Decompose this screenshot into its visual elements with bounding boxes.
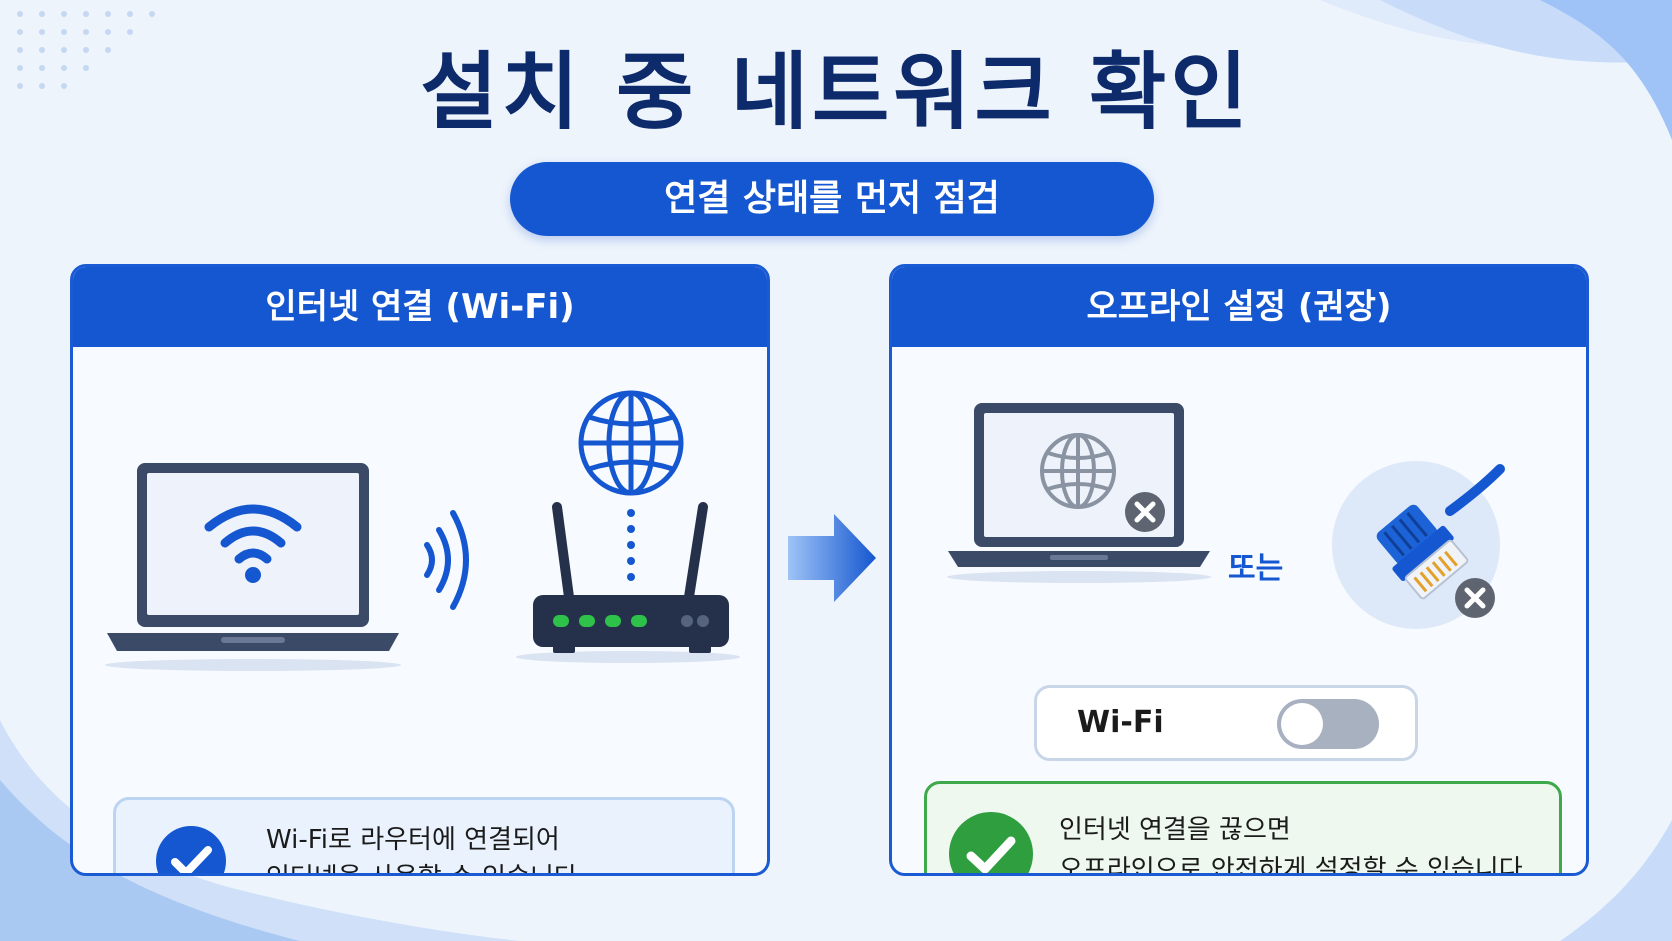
globe-icon (1040, 433, 1116, 509)
router-icon (516, 502, 740, 663)
globe-icon (578, 390, 684, 496)
offline-note: 인터넷 연결을 끊으면 오프라인으로 안전하게 설정할 수 있습니다. (924, 781, 1562, 876)
dot-pattern (17, 11, 155, 89)
wifi-setting-row: Wi-Fi (1034, 685, 1418, 761)
online-note: Wi-Fi로 라우터에 연결되어 인터넷을 사용할 수 있습니다. (113, 797, 735, 873)
toggle-knob (1281, 703, 1323, 745)
cross-icon (1455, 578, 1495, 618)
ethernet-cable-icon (1332, 461, 1505, 629)
laptop-icon (105, 463, 401, 671)
page-title: 설치 중 네트워크 확인 (420, 43, 1252, 141)
online-note-line1: Wi-Fi로 라우터에 연결되어 (266, 825, 560, 855)
check-icon (156, 826, 226, 873)
subtitle-pill: 연결 상태를 먼저 점검 (510, 162, 1154, 236)
check-icon (949, 812, 1033, 873)
offline-note-line1: 인터넷 연결을 끊으면 (1059, 815, 1291, 845)
or-label: 또는 (1228, 551, 1284, 586)
wifi-toggle[interactable] (1277, 699, 1379, 749)
online-panel: 인터넷 연결 (Wi-Fi) (70, 264, 770, 876)
arrow-right-icon (788, 514, 876, 602)
wifi-toggle-label: Wi-Fi (1077, 705, 1164, 740)
online-panel-header: 인터넷 연결 (Wi-Fi) (73, 267, 767, 347)
connection-dots (627, 509, 635, 581)
offline-panel: 오프라인 설정 (권장) 또는 (889, 264, 1589, 876)
online-note-line2: 인터넷을 사용할 수 있습니다. (266, 858, 586, 873)
wifi-waves-icon (424, 510, 469, 610)
cross-icon (1125, 492, 1165, 532)
offline-note-line2: 오프라인으로 안전하게 설정할 수 있습니다. (1059, 855, 1531, 876)
offline-panel-header: 오프라인 설정 (권장) (892, 267, 1586, 347)
wifi-icon (204, 504, 302, 583)
